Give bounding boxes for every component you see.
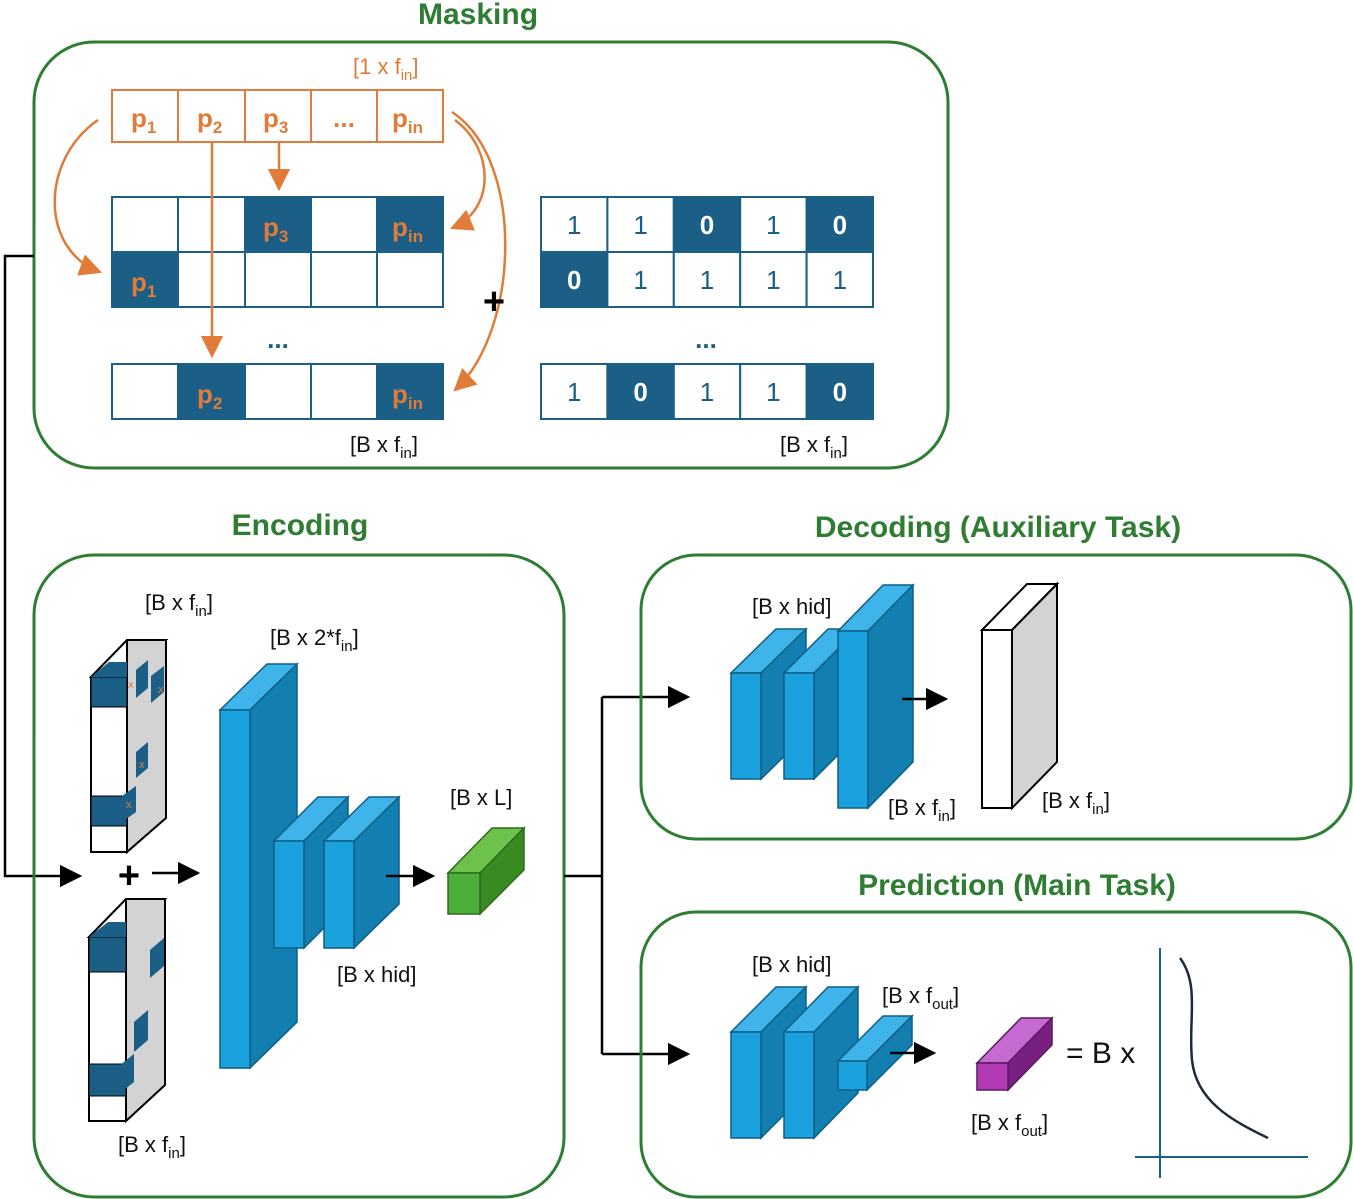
mask-cell	[540, 363, 609, 420]
p-vector: p1 p2 p3 ... pin	[111, 89, 444, 143]
reconstruction-label: [B x fin]	[1042, 788, 1110, 818]
decoding-title: Decoding (Auxiliary Task)	[815, 511, 1181, 544]
mask-bit: 0	[633, 377, 647, 407]
encoder-hid-label: [B x hid]	[337, 962, 416, 987]
reconstruction-block	[979, 581, 1060, 811]
mask-cell	[672, 251, 742, 308]
mask-ellipsis: ...	[695, 324, 717, 354]
encoding-title: Encoding	[232, 509, 369, 542]
masking-arrows	[53, 110, 507, 392]
wide-layer-label: [B x 2*fin]	[270, 625, 359, 655]
prediction-title: Prediction (Main Task)	[858, 869, 1176, 902]
prediction-curve-plot	[1135, 948, 1308, 1178]
encoding-plus: +	[118, 855, 140, 897]
m-p2: p2	[197, 379, 222, 413]
prediction-output-block	[975, 1016, 1054, 1092]
vector-shape-label: [1 x fin]	[353, 54, 419, 84]
m-pin-2: pin	[392, 379, 423, 413]
matrix-ellipsis: ...	[267, 324, 289, 354]
mask-bit: 0	[833, 210, 847, 240]
mask-input-block	[86, 898, 168, 1124]
prediction-panel	[639, 910, 1353, 1199]
masking-plus: +	[483, 281, 505, 323]
mask-cell	[805, 196, 874, 253]
mask-matrix-label: [B x fin]	[780, 432, 848, 462]
mask-bit: 1	[700, 265, 714, 295]
mask-bit: 0	[700, 210, 714, 240]
binary-mask-matrix: 1 1 0 1 0 0 1 1 1 1 1 0 1 1 0	[540, 196, 874, 420]
masked-matrix-label: [B x fin]	[350, 432, 418, 462]
mask-bit: 1	[833, 265, 847, 295]
predictor-output-layer	[836, 1014, 914, 1092]
m-pin-1: pin	[392, 212, 423, 246]
masking-title: Masking	[418, 0, 538, 31]
mask-bit: 1	[567, 210, 581, 240]
mask-bit: 1	[700, 377, 714, 407]
svg-text:x: x	[158, 684, 164, 696]
mask-bit: 1	[766, 265, 780, 295]
mask-cell	[540, 251, 609, 308]
mask-cell	[606, 196, 675, 253]
decoding-hid-label: [B x hid]	[752, 594, 831, 619]
masked-matrix: p3 pin p1 p2 pin ...	[111, 196, 444, 420]
p-2: p2	[197, 103, 222, 137]
latent-label: [B x L]	[450, 785, 512, 810]
svg-text:x: x	[128, 679, 134, 691]
m-p1: p1	[131, 267, 156, 301]
mask-cell	[739, 251, 808, 308]
input-top-label: [B x fin]	[145, 590, 213, 620]
mask-cell	[805, 251, 874, 308]
decoding-panel	[639, 553, 1353, 841]
prediction-hid-label: [B x hid]	[752, 952, 831, 977]
input-bottom-label: [B x fin]	[118, 1132, 186, 1162]
mask-bit: 0	[567, 265, 581, 295]
equals-b-times: = B x	[1066, 1037, 1135, 1070]
mask-bit: 1	[633, 265, 647, 295]
svg-text:x: x	[126, 799, 132, 811]
m-p3: p3	[263, 212, 288, 246]
mask-cell	[606, 251, 675, 308]
mask-cell	[805, 363, 874, 420]
prediction-output-label: [B x fout]	[971, 1110, 1048, 1140]
mask-cell	[606, 363, 675, 420]
p-1: p1	[131, 103, 156, 137]
mask-bit: 1	[766, 377, 780, 407]
masked-input-block: x x x x	[88, 639, 169, 855]
mask-bit: 0	[833, 377, 847, 407]
latent-block	[446, 826, 526, 916]
decoder-output-layer	[836, 583, 915, 810]
p-in: pin	[392, 103, 423, 137]
mask-bit: 1	[633, 210, 647, 240]
prediction-curve	[1178, 957, 1269, 1140]
predictor-hid-layer-2	[782, 985, 860, 1140]
p-ellipsis: ...	[333, 103, 355, 133]
masking-to-encoding-connector	[3, 254, 83, 888]
decoder-fin-label: [B x fin]	[888, 795, 956, 825]
svg-text:x: x	[139, 759, 145, 771]
mask-bit: 1	[766, 210, 780, 240]
mask-bit: 1	[567, 377, 581, 407]
predictor-fout-label: [B x fout]	[882, 983, 959, 1013]
p-3: p3	[263, 103, 288, 137]
encoding-to-heads-connector	[564, 685, 691, 1066]
encoder-hid-layer-2	[322, 795, 401, 950]
